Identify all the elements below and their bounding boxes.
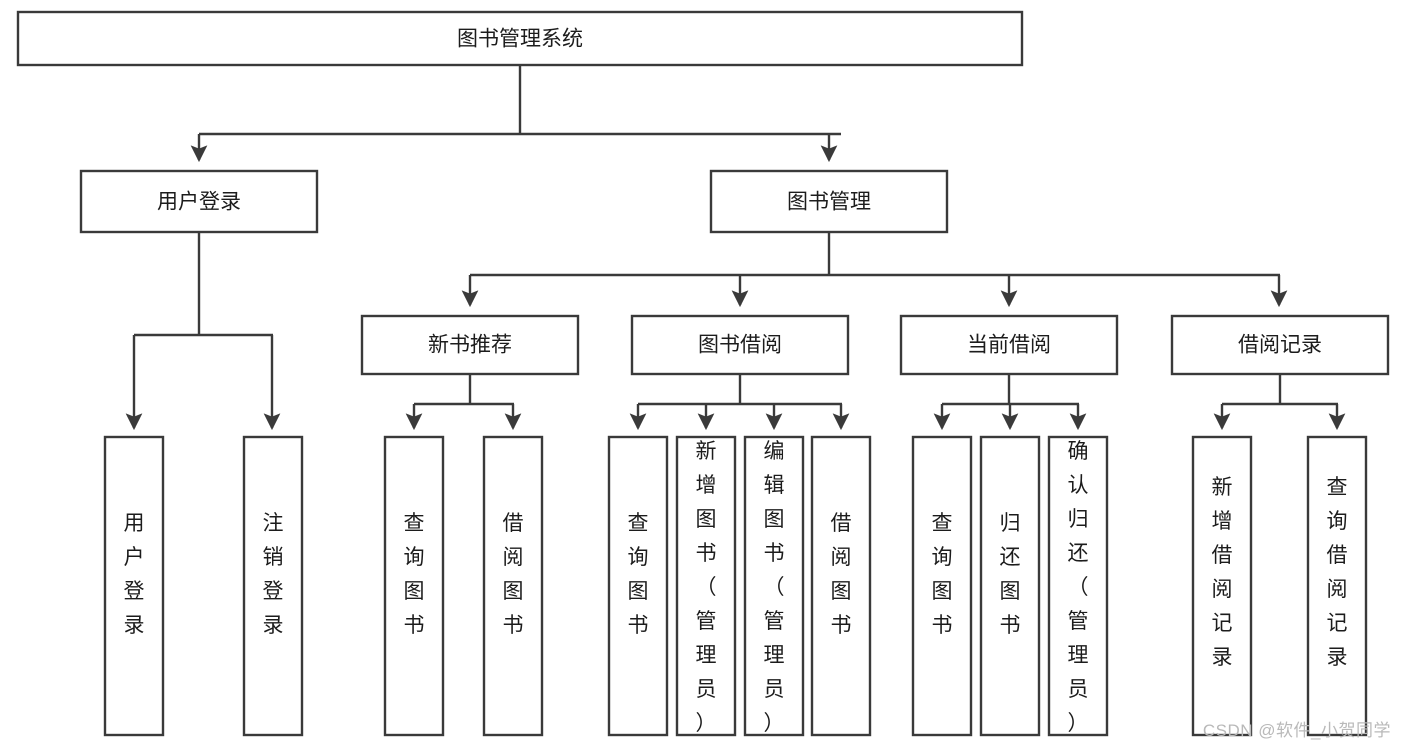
node-current-borrow[interactable]: 当前借阅 <box>899 314 1119 376</box>
connector-new-book-recommend-to-leaves <box>405 374 522 431</box>
node-new-book-recommend-label: 新书推荐 <box>428 334 512 357</box>
leaf-current-borrow-2[interactable]: 确认归还（管理员） <box>1047 435 1109 737</box>
node-root[interactable]: 图书管理系统 <box>16 10 1024 67</box>
leaf-user-login-0[interactable]: 用户登录 <box>103 435 165 737</box>
connector-root-to-level1 <box>190 65 841 163</box>
leaf-borrow-record-0[interactable]: 新增借阅记录 <box>1191 435 1253 737</box>
node-root-label: 图书管理系统 <box>457 28 583 51</box>
leaf-user-login-1[interactable]: 注销登录 <box>242 435 304 737</box>
leaf-new-book-recommend-1-label: 借阅图书 <box>503 512 524 637</box>
node-user-login[interactable]: 用户登录 <box>79 169 319 234</box>
leaf-current-borrow-0[interactable]: 查询图书 <box>911 435 973 737</box>
connector-book-management-to-level2 <box>461 232 1288 308</box>
leaf-borrow-record-0-label: 新增借阅记录 <box>1212 476 1233 669</box>
leaf-book-borrow-1-label: 新增图书（管理员） <box>696 440 717 735</box>
leaf-new-book-recommend-0[interactable]: 查询图书 <box>383 435 445 737</box>
node-book-management-label: 图书管理 <box>787 191 871 214</box>
leaf-user-login-0-label: 用户登录 <box>124 512 145 637</box>
leaf-book-borrow-0[interactable]: 查询图书 <box>607 435 669 737</box>
connector-book-borrow-to-leaves <box>629 374 850 431</box>
leaf-book-borrow-2-label: 编辑图书（管理员） <box>764 440 785 735</box>
node-new-book-recommend[interactable]: 新书推荐 <box>360 314 580 376</box>
connector-user-login-to-leaves <box>125 232 281 431</box>
node-borrow-record[interactable]: 借阅记录 <box>1170 314 1390 376</box>
leaf-book-borrow-2[interactable]: 编辑图书（管理员） <box>743 435 805 737</box>
leaf-borrow-record-1-label: 查询借阅记录 <box>1327 476 1348 669</box>
leaf-current-borrow-1[interactable]: 归还图书 <box>979 435 1041 737</box>
leaf-current-borrow-1-label: 归还图书 <box>1000 512 1021 637</box>
connector-borrow-record-to-leaves <box>1213 374 1346 431</box>
node-book-management[interactable]: 图书管理 <box>709 169 949 234</box>
node-book-borrow[interactable]: 图书借阅 <box>630 314 850 376</box>
node-borrow-record-label: 借阅记录 <box>1238 334 1322 357</box>
leaf-new-book-recommend-1[interactable]: 借阅图书 <box>482 435 544 737</box>
leaf-book-borrow-0-label: 查询图书 <box>628 512 649 637</box>
leaf-borrow-record-1[interactable]: 查询借阅记录 <box>1306 435 1368 737</box>
node-current-borrow-label: 当前借阅 <box>967 334 1051 357</box>
leaf-book-borrow-3-label: 借阅图书 <box>831 512 852 637</box>
leaf-user-login-1-label: 注销登录 <box>263 512 284 637</box>
leaf-book-borrow-1[interactable]: 新增图书（管理员） <box>675 435 737 737</box>
leaf-new-book-recommend-0-label: 查询图书 <box>404 512 425 637</box>
connector-current-borrow-to-leaves <box>933 374 1087 431</box>
node-user-login-label: 用户登录 <box>157 191 241 214</box>
leaf-current-borrow-2-label: 确认归还（管理员） <box>1068 440 1089 735</box>
leaf-book-borrow-3[interactable]: 借阅图书 <box>810 435 872 737</box>
node-book-borrow-label: 图书借阅 <box>698 334 782 357</box>
leaf-current-borrow-0-label: 查询图书 <box>932 512 953 637</box>
